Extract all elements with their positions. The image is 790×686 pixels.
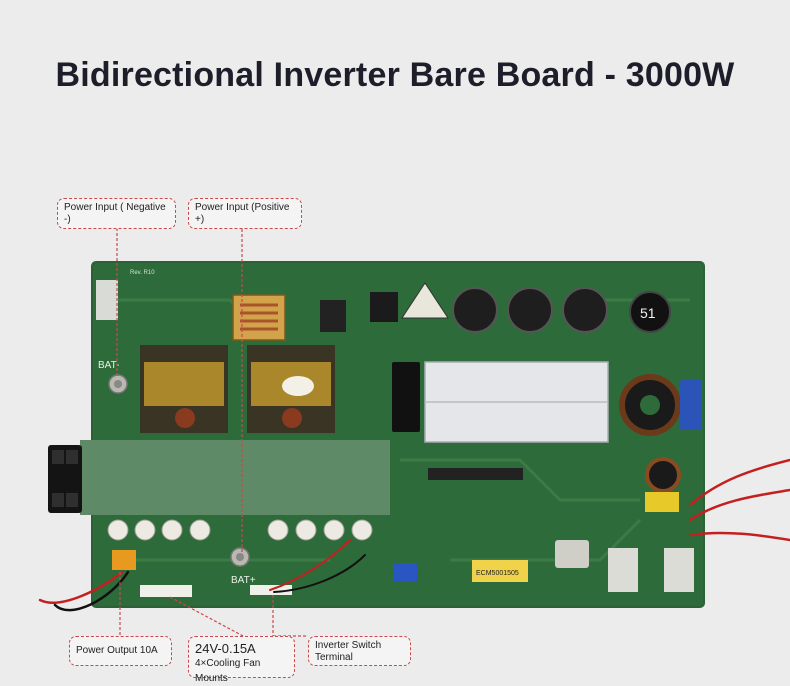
main-transformers <box>140 345 335 433</box>
callout-fan-mounts: 24V-0.15A 4×Cooling Fan Mounts <box>188 636 295 684</box>
ac-wire-red-2 <box>688 488 790 522</box>
capacitor-number: 51 <box>640 305 656 321</box>
output-wire-red <box>38 570 124 604</box>
leader-fan-mounts <box>169 596 244 637</box>
callout-power-output: Power Output 10A <box>69 636 172 666</box>
callout-inverter-switch: Inverter Switch Terminal <box>308 636 411 666</box>
power-output-label: Power Output 10A <box>76 645 158 656</box>
revision-marking: Rev. R10 <box>130 270 155 276</box>
fan-voltage-label: 24V-0.15A <box>195 641 256 656</box>
callout-power-input-positive: Power Input (Positive +) <box>188 198 302 229</box>
bat-plus-marking: BAT+ <box>231 575 256 586</box>
bat-minus-marking: BAT- <box>98 360 119 371</box>
callout-power-input-negative: Power Input ( Negative -) <box>57 198 176 229</box>
relay-model-marking: ECM5001505 <box>476 570 519 577</box>
switch-wire-red <box>269 539 351 591</box>
output-wire-black <box>53 570 130 612</box>
power-input-negative-label: Power Input ( Negative -) <box>64 202 166 225</box>
inverter-switch-label: Inverter Switch Terminal <box>315 640 382 663</box>
electrolytic-capacitors: 51 <box>452 287 671 333</box>
ac-wire-red-3 <box>688 531 790 542</box>
fan-mounts-label: 4×Cooling Fan Mounts <box>195 658 261 684</box>
foam-insulation-pad <box>80 440 390 515</box>
page-title: Bidirectional Inverter Bare Board - 3000… <box>55 56 735 94</box>
power-input-positive-label: Power Input (Positive +) <box>195 202 290 225</box>
switch-wire-black <box>273 554 366 593</box>
ac-wire-red-1 <box>688 458 790 507</box>
